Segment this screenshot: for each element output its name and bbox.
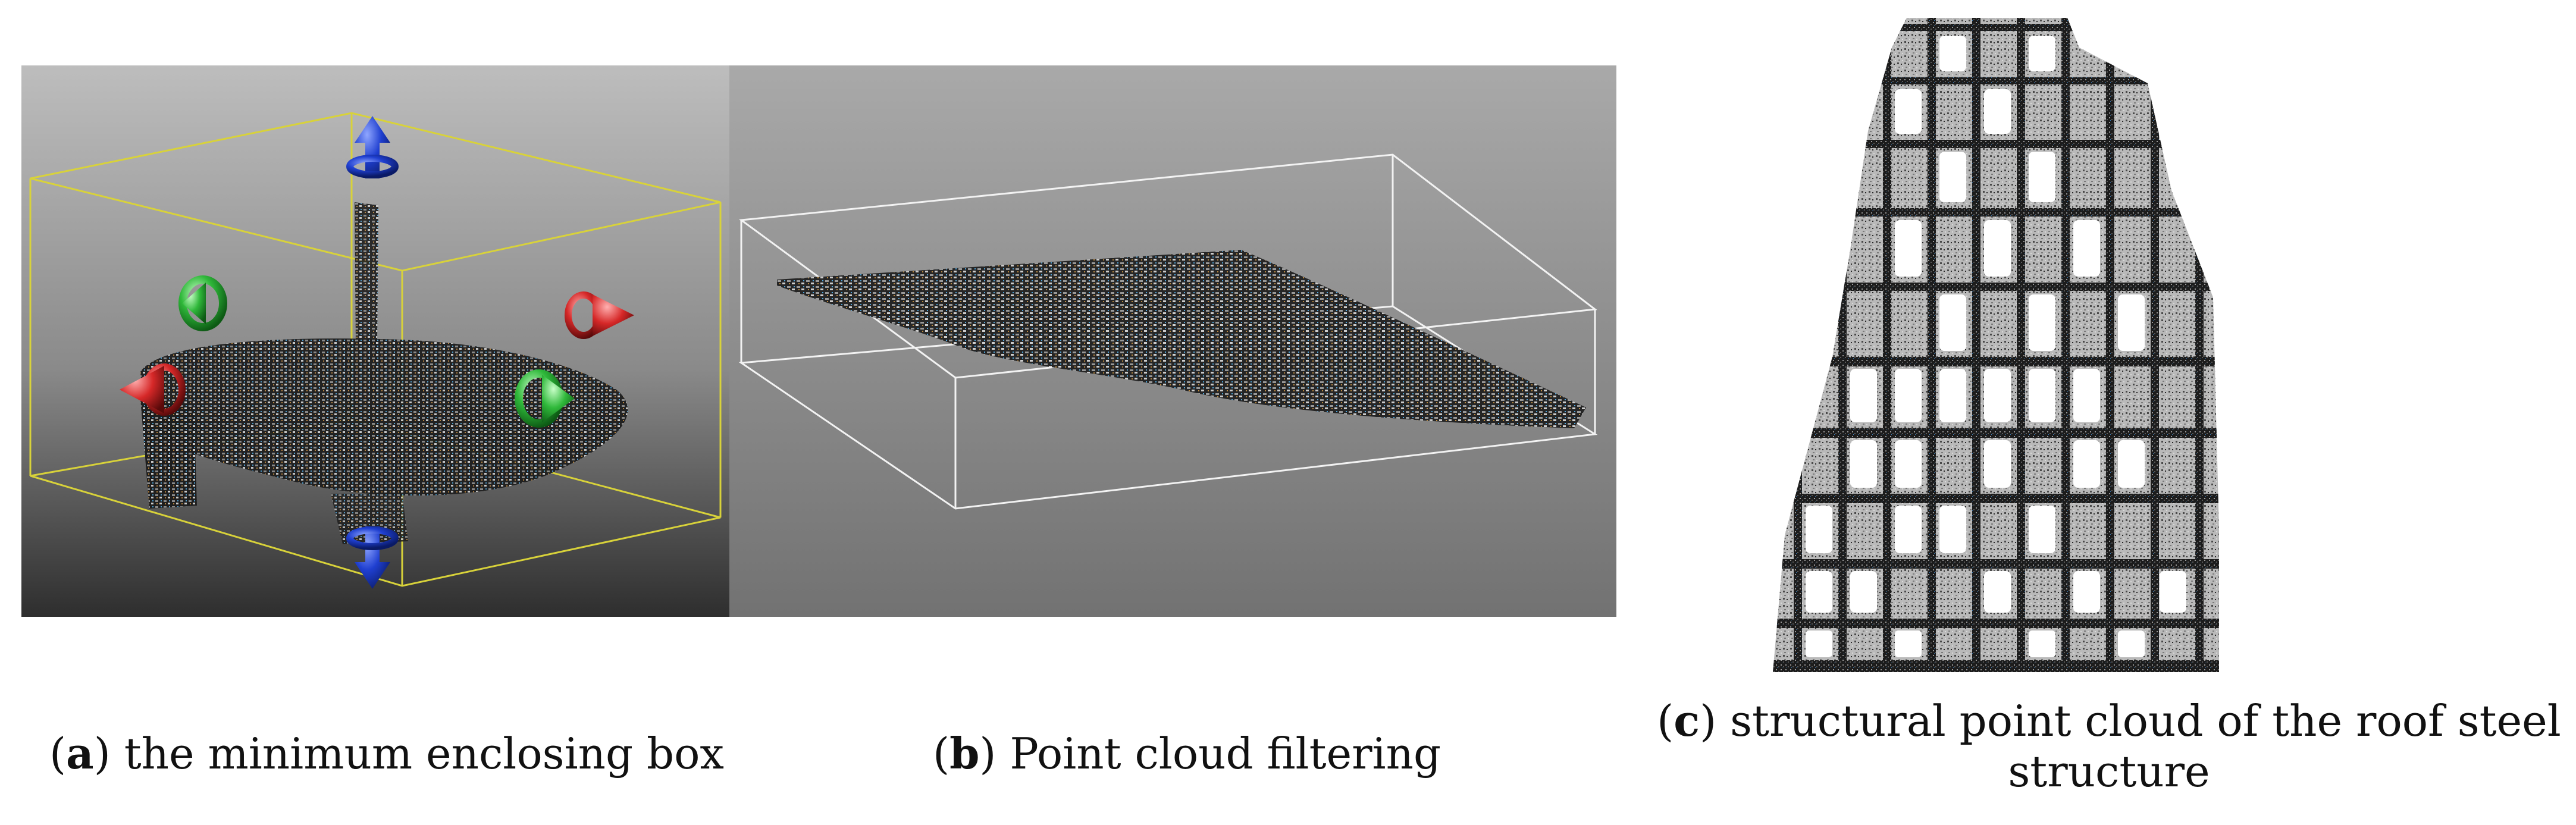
panel-b-svg xyxy=(729,65,1616,617)
point-cloud-a xyxy=(140,202,628,544)
red-left-arrow-icon[interactable] xyxy=(120,363,186,416)
caption-c-text: structural point cloud of the roof steel… xyxy=(1730,696,2561,796)
caption-a: (a) the minimum enclosing box xyxy=(49,728,725,779)
red-right-arrow-icon[interactable] xyxy=(565,291,634,339)
caption-c-label: c xyxy=(1674,695,1700,746)
caption-a-label: a xyxy=(66,728,94,779)
panel-c-svg xyxy=(1773,18,2219,672)
point-cloud-b xyxy=(777,250,1586,428)
blue-down-arrow-icon[interactable] xyxy=(346,526,399,589)
caption-b-label: b xyxy=(949,728,980,779)
blue-up-arrow-icon[interactable] xyxy=(346,116,399,178)
caption-b: (b) Point cloud filtering xyxy=(932,728,1441,779)
caption-b-text: Point cloud filtering xyxy=(1010,729,1441,779)
panel-b-viewport xyxy=(729,65,1616,617)
green-right-arrow-icon[interactable] xyxy=(515,369,575,428)
panel-a-svg xyxy=(21,65,729,617)
caption-a-text: the minimum enclosing box xyxy=(124,729,725,779)
green-left-arrow-icon[interactable] xyxy=(178,275,227,331)
caption-c: (c) structural point cloud of the roof s… xyxy=(1657,695,2561,796)
panel-c-viewport xyxy=(1761,12,2427,696)
panel-a-viewport xyxy=(21,65,729,617)
roof-structure xyxy=(1773,18,2219,672)
